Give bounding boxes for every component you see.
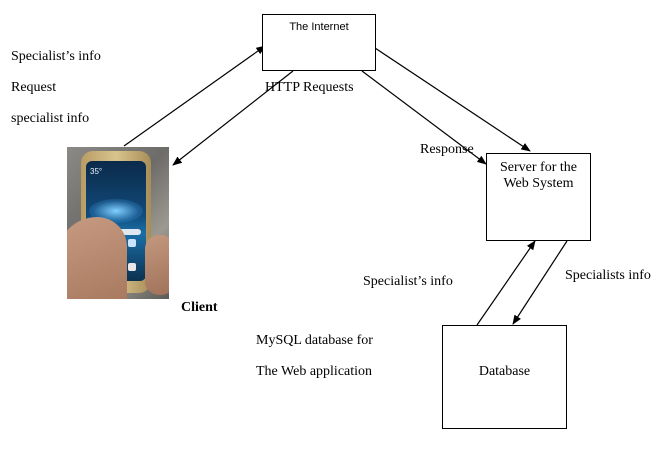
arrow-internet-to-client [172,70,294,166]
phone-clock: 35° [90,167,103,176]
label-specialist-info-lower: specialist info [11,111,90,126]
label-specialist-info-top: Specialist’s info [11,49,101,64]
server-node: Server for the Web System [486,153,591,241]
database-label: Database [478,364,531,379]
client-phone-image: 35° [67,147,169,299]
client-label: Client [181,300,218,315]
label-specialists-info: Specialists info [565,268,651,283]
database-node: Database [442,325,567,429]
label-mysql-line1: MySQL database for [256,333,373,348]
arrow-internet-to-server [374,47,531,152]
label-specialist-info-db: Specialist’s info [363,274,453,289]
server-label-line1: Server for the [500,160,577,175]
label-response: Response [420,142,474,157]
arrow-database-to-server [476,240,536,326]
internet-label: The Internet [289,21,349,33]
server-label-line2: Web System [503,176,574,191]
arrow-server-to-database [512,240,568,325]
arrow-client-to-internet [123,45,266,147]
arrow-server-response [361,70,487,165]
label-request: Request [11,80,57,95]
label-mysql-line2: The Web application [256,364,373,379]
internet-node: The Internet [262,14,376,71]
label-http-requests: HTTP Requests [265,80,354,95]
